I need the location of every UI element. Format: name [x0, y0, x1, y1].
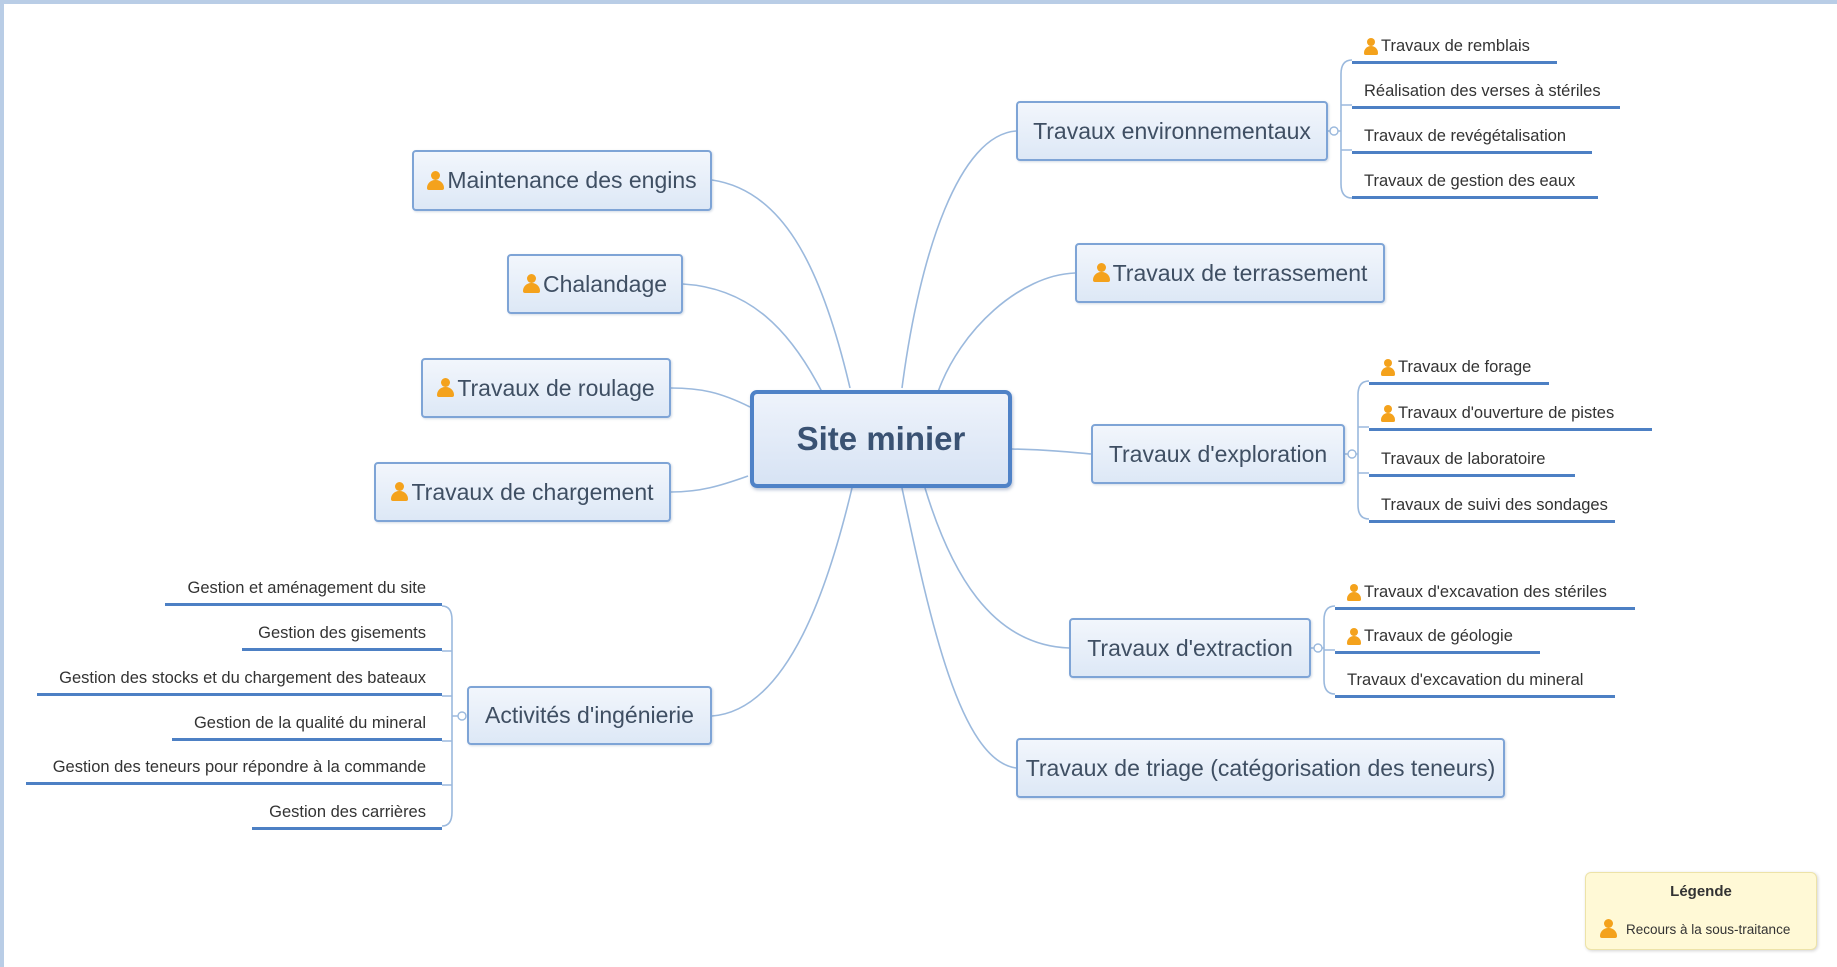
- topic-chalandage[interactable]: Chalandage: [507, 254, 683, 314]
- person-icon: [1347, 628, 1361, 645]
- subtopic-label: Travaux de remblais: [1381, 37, 1530, 55]
- collapse-environnement: [1329, 126, 1339, 136]
- connector-environnement: [901, 130, 1017, 389]
- subtopic-gestion-eaux[interactable]: Travaux de gestion des eaux: [1352, 165, 1598, 199]
- subtopic-label: Gestion des carrières: [269, 803, 426, 821]
- connector-exploration: [1011, 448, 1092, 455]
- subtopic-gestion-teneurs-commande[interactable]: Gestion des teneurs pour répondre à la c…: [26, 751, 442, 785]
- topic-label: Travaux de triage (catégorisation des te…: [1025, 754, 1496, 781]
- bracket-exploration: [1345, 380, 1370, 520]
- person-icon: [1364, 38, 1378, 55]
- connector-maintenance: [711, 179, 851, 389]
- subtopic-suivi-sondages[interactable]: Travaux de suivi des sondages: [1369, 489, 1615, 523]
- subtopic-gestion-gisements[interactable]: Gestion des gisements: [242, 617, 442, 651]
- collapse-exploration: [1347, 449, 1357, 459]
- legend-box: Légende Recours à la sous-traitance: [1585, 872, 1817, 950]
- subtopic-verses-steriles[interactable]: Réalisation des verses à stériles: [1352, 75, 1620, 109]
- subtopic-label: Travaux de laboratoire: [1381, 450, 1546, 468]
- subtopic-label: Travaux de forage: [1398, 358, 1532, 376]
- subtopic-ouverture-pistes[interactable]: Travaux d'ouverture de pistes: [1369, 397, 1652, 431]
- subtopic-gestion-carrieres[interactable]: Gestion des carrières: [252, 796, 442, 830]
- person-icon: [437, 378, 455, 398]
- topic-travaux-extraction[interactable]: Travaux d'extraction: [1069, 618, 1311, 678]
- person-icon: [1600, 919, 1617, 939]
- legend-item: Recours à la sous-traitance: [1600, 919, 1790, 939]
- connector-extraction: [924, 487, 1070, 649]
- topic-activites-ingenierie[interactable]: Activités d'ingénierie: [467, 686, 712, 745]
- subtopic-excavation-mineral[interactable]: Travaux d'excavation du mineral: [1335, 664, 1615, 698]
- subtopic-label: Gestion des stocks et du chargement des …: [59, 669, 426, 687]
- person-icon: [1092, 263, 1110, 283]
- topic-label: Travaux environnementaux: [1033, 117, 1311, 144]
- topic-label: Activités d'ingénierie: [485, 702, 694, 728]
- topic-label: Travaux de terrassement: [1112, 259, 1368, 286]
- subtopic-label: Réalisation des verses à stériles: [1364, 82, 1601, 100]
- collapse-extraction: [1313, 643, 1323, 653]
- central-topic-label: Site minier: [796, 420, 966, 457]
- subtopic-label: Travaux d'excavation des stériles: [1364, 583, 1607, 601]
- topic-label: Travaux d'exploration: [1108, 440, 1328, 467]
- subtopic-gestion-stocks-bateaux[interactable]: Gestion des stocks et du chargement des …: [37, 662, 442, 696]
- topic-label: Travaux d'extraction: [1087, 634, 1293, 661]
- connector-triage: [901, 487, 1017, 769]
- window-left-border: [0, 0, 4, 967]
- connector-chargement: [670, 475, 749, 493]
- subtopic-label: Travaux de revégétalisation: [1364, 127, 1567, 145]
- subtopic-label: Gestion des teneurs pour répondre à la c…: [52, 758, 426, 776]
- subtopic-revegetalisation[interactable]: Travaux de revégétalisation: [1352, 120, 1592, 154]
- subtopic-label: Travaux de gestion des eaux: [1364, 172, 1576, 190]
- collapse-ingenierie: [457, 711, 467, 721]
- subtopic-travaux-remblais[interactable]: Travaux de remblais: [1352, 30, 1557, 64]
- legend-item-label: Recours à la sous-traitance: [1626, 921, 1791, 937]
- subtopic-label: Gestion de la qualité du mineral: [193, 714, 426, 732]
- subtopic-label: Travaux d'excavation du mineral: [1347, 671, 1584, 689]
- subtopic-travaux-laboratoire[interactable]: Travaux de laboratoire: [1369, 443, 1575, 477]
- connector-terrassement: [937, 272, 1076, 393]
- person-icon: [1381, 359, 1395, 376]
- person-icon: [1381, 405, 1395, 422]
- topic-label: Travaux de roulage: [457, 374, 655, 401]
- topic-travaux-environnementaux[interactable]: Travaux environnementaux: [1016, 101, 1328, 161]
- topic-travaux-de-roulage[interactable]: Travaux de roulage: [421, 358, 671, 418]
- subtopic-label: Travaux de suivi des sondages: [1381, 496, 1608, 514]
- subtopic-label: Gestion des gisements: [258, 624, 426, 642]
- subtopic-label: Travaux d'ouverture de pistes: [1398, 404, 1615, 422]
- topic-travaux-exploration[interactable]: Travaux d'exploration: [1091, 424, 1345, 484]
- subtopic-travaux-forage[interactable]: Travaux de forage: [1369, 351, 1549, 385]
- subtopic-label: Travaux de géologie: [1364, 627, 1513, 645]
- subtopic-gestion-amenagement-site[interactable]: Gestion et aménagement du site: [165, 572, 442, 606]
- topic-label: Travaux de chargement: [411, 478, 654, 505]
- topic-label: Maintenance des engins: [447, 167, 697, 193]
- legend-title: Légende: [1670, 883, 1732, 900]
- topic-label: Chalandage: [542, 270, 668, 297]
- subtopic-excavation-steriles[interactable]: Travaux d'excavation des stériles: [1335, 576, 1635, 610]
- person-icon: [427, 170, 445, 191]
- topic-travaux-de-chargement[interactable]: Travaux de chargement: [374, 462, 671, 522]
- topic-travaux-de-triage[interactable]: Travaux de triage (catégorisation des te…: [1016, 738, 1505, 798]
- topic-maintenance-des-engins[interactable]: Maintenance des engins: [412, 150, 712, 211]
- person-icon: [391, 482, 409, 502]
- connector-chalandage: [682, 283, 823, 393]
- connector-roulage: [670, 387, 751, 408]
- central-topic[interactable]: Site minier: [750, 390, 1012, 488]
- window-top-border: [0, 0, 1837, 4]
- subtopic-label: Gestion et aménagement du site: [187, 579, 426, 597]
- person-icon: [1347, 584, 1361, 601]
- subtopic-gestion-qualite-mineral[interactable]: Gestion de la qualité du mineral: [172, 707, 442, 741]
- topic-travaux-de-terrassement[interactable]: Travaux de terrassement: [1075, 243, 1385, 303]
- connector-ingenierie: [711, 487, 853, 717]
- person-icon: [522, 274, 540, 294]
- subtopic-geologie[interactable]: Travaux de géologie: [1335, 620, 1540, 654]
